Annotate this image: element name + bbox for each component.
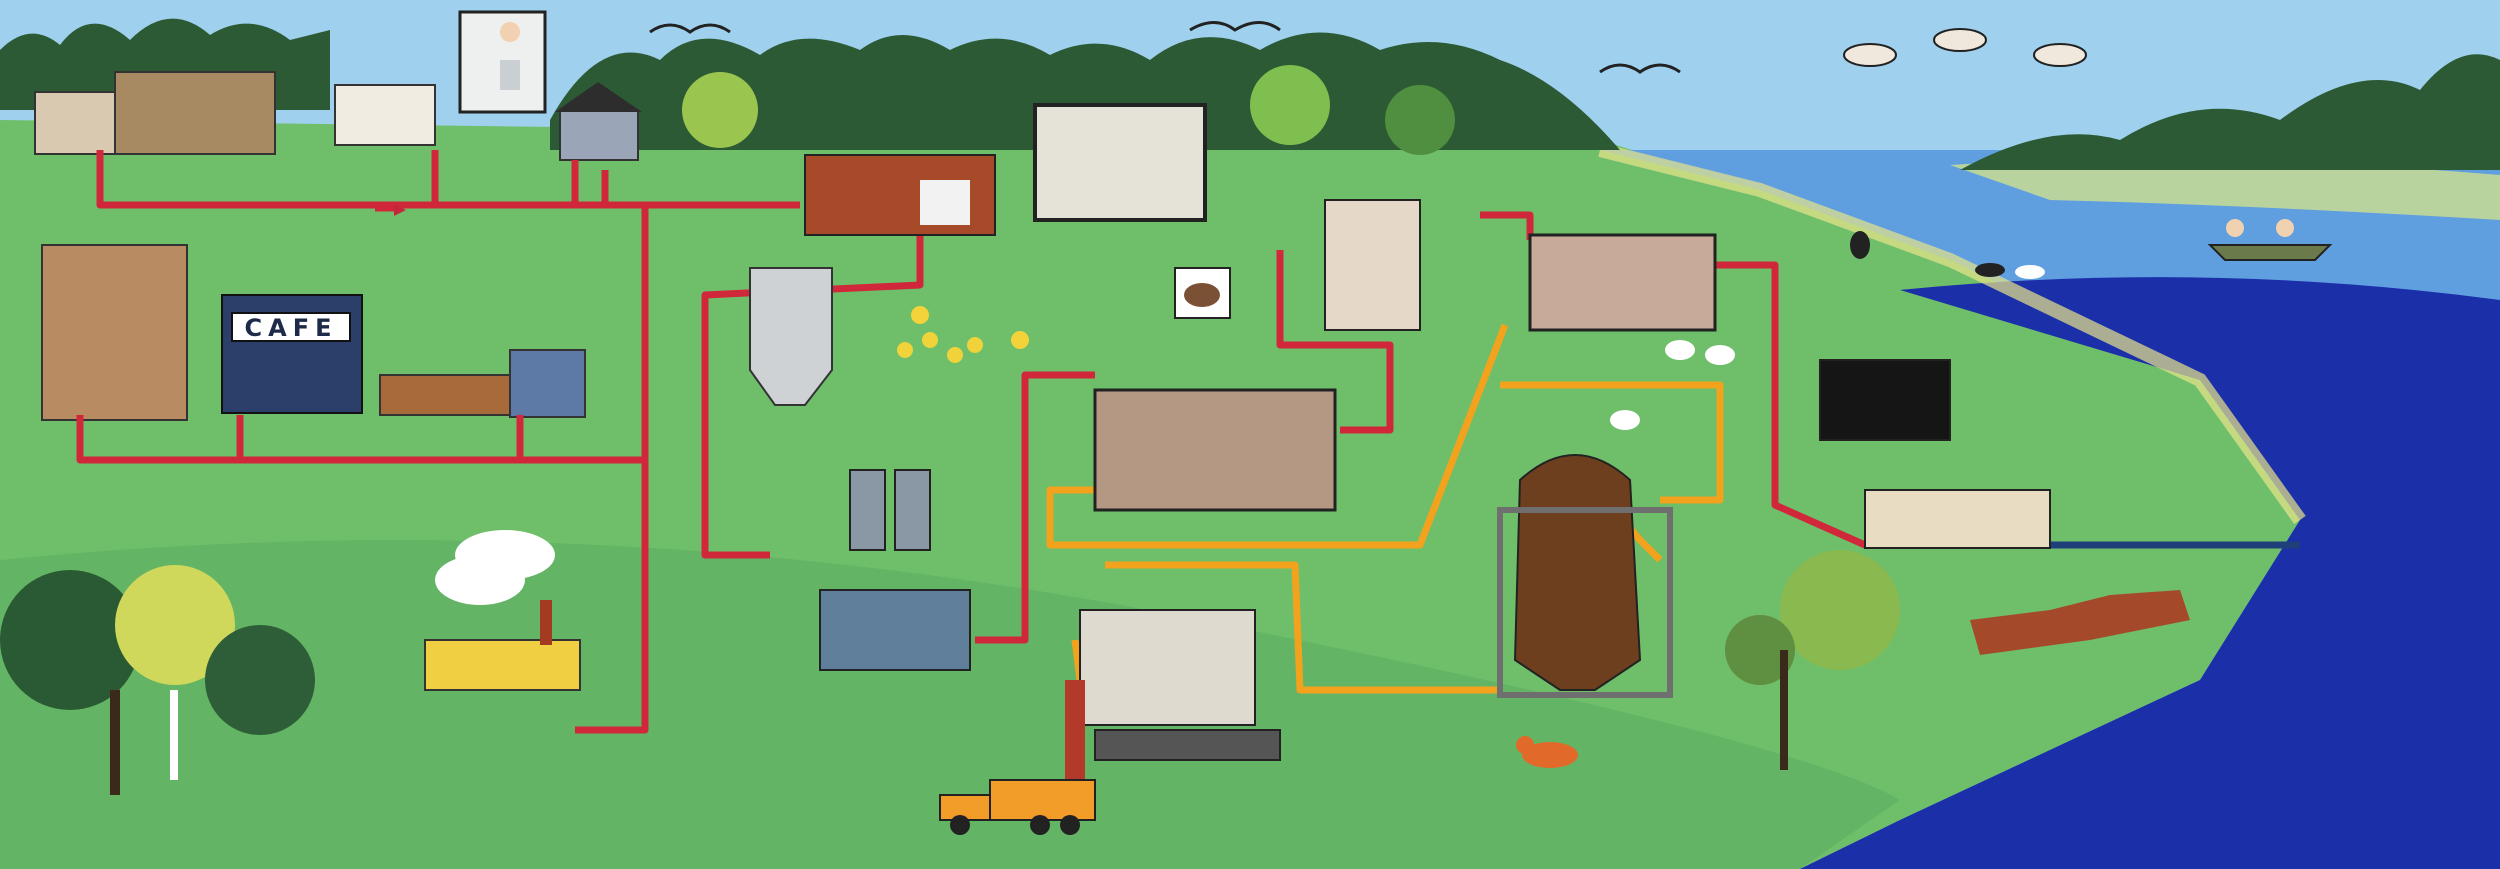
pump — [819, 469, 971, 671]
digester-stack — [1079, 609, 1281, 761]
cafe-sign-text: CAFE — [245, 314, 338, 342]
microbe-inset — [1819, 359, 1951, 441]
fox-icon — [1516, 736, 1578, 768]
primary-tank — [1093, 388, 1337, 512]
rocky-shore — [1970, 590, 2190, 655]
sewer-pipes — [76, 150, 1867, 734]
outfall-building — [1864, 489, 2051, 549]
toilet-inset-icon — [458, 10, 547, 114]
far-shore — [1950, 159, 2500, 220]
lake-deep — [1800, 277, 2500, 869]
clarifier-tank — [1528, 233, 1717, 332]
intake-building — [804, 154, 996, 236]
dump-truck-icon — [939, 779, 1096, 835]
ground-shade — [0, 540, 1900, 869]
trees-left — [0, 565, 315, 795]
filter-tower — [1324, 199, 1421, 331]
cafe-sign — [231, 312, 351, 342]
duck-icon-water — [1850, 231, 2045, 279]
seagull-icon — [649, 21, 1681, 74]
canoe-icon — [2207, 219, 2333, 261]
factory — [424, 530, 581, 691]
digester-silo — [1497, 454, 1673, 698]
goldfinch-icon — [911, 306, 1029, 349]
screen-inset — [1033, 103, 1207, 222]
bison-icon — [1174, 267, 1231, 319]
smokestack-icon — [1065, 680, 1085, 790]
pelican-icon — [1843, 28, 2087, 67]
shoreline — [1598, 143, 2306, 525]
houses-top — [34, 71, 642, 161]
duck-icon — [1610, 340, 1735, 430]
trees-right — [1725, 550, 1900, 770]
grit-tank — [749, 267, 833, 406]
wildflowers — [897, 332, 983, 363]
